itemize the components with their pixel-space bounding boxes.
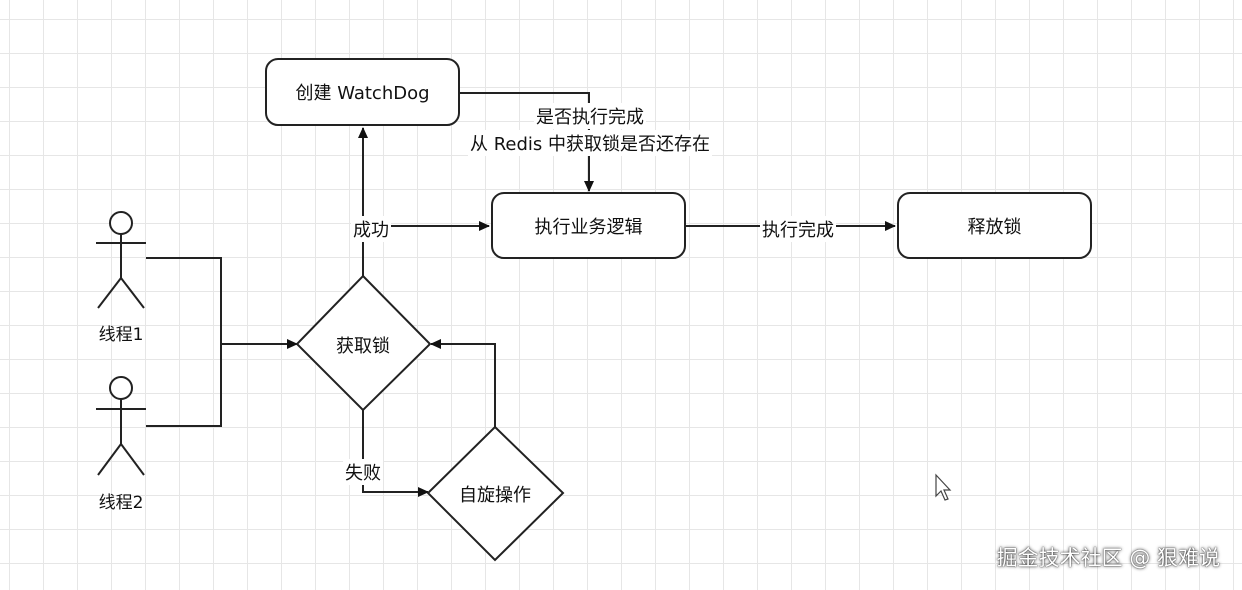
watchdog-check-label-line2: 从 Redis 中获取锁是否还存在 [467, 130, 713, 156]
watermark: 掘金技术社区 @ 狠难说 [996, 546, 1220, 570]
edge-thread1-to-merge [146, 257, 222, 344]
edge-spin-to-acquire-lock [430, 339, 496, 427]
create-watchdog-node[interactable]: 创建 WatchDog [265, 58, 460, 126]
edge-fail-to-spin [362, 410, 429, 497]
watchdog-check-label-line1: 是否执行完成 [534, 103, 646, 129]
spin-label: 自旋操作 [459, 485, 531, 506]
thread2-label: 线程2 [98, 493, 144, 513]
edge-thread2-to-merge [146, 344, 222, 427]
mouse-cursor-icon [935, 473, 952, 501]
actor-thread2[interactable] [96, 376, 146, 476]
business-logic-node[interactable]: 执行业务逻辑 [491, 192, 686, 259]
actor-thread1[interactable] [96, 211, 146, 309]
edge-watchdog-to-business-logic [459, 92, 594, 192]
success-edge-label: 成功 [351, 216, 391, 242]
release-lock-node[interactable]: 释放锁 [897, 192, 1092, 259]
fail-edge-label: 失败 [343, 459, 383, 485]
exec-done-edge-label: 执行完成 [760, 216, 836, 242]
spin-diamond[interactable] [426, 425, 565, 562]
thread1-label: 线程1 [98, 325, 144, 345]
acquire-lock-diamond[interactable] [295, 274, 432, 412]
acquire-lock-label: 获取锁 [336, 336, 390, 357]
